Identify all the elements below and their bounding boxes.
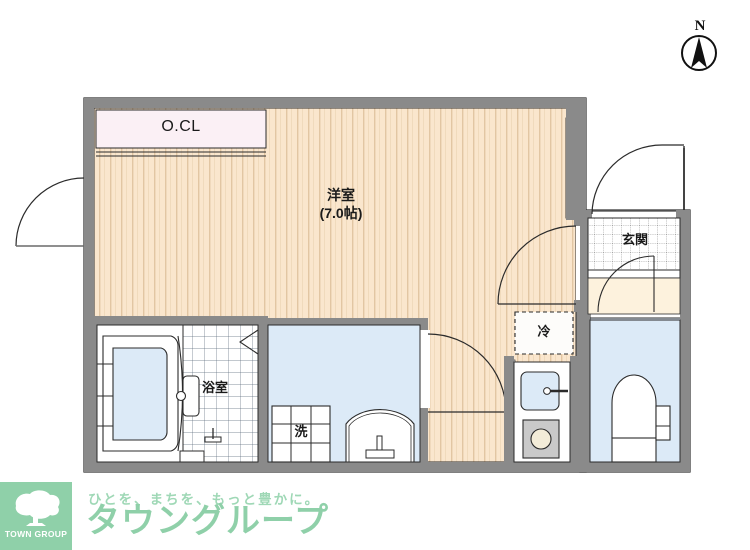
town-group-logo: TOWN GROUP (0, 482, 72, 550)
tree-icon (15, 490, 60, 526)
footer-branding: TOWN GROUP ひとを、まちを、もっと豊かに。 タウングループ (0, 482, 750, 550)
compass-north-label: N (694, 18, 706, 34)
compass-rose: N (668, 18, 732, 84)
brand-tagline: ひとを、まちを、もっと豊かに。 (88, 492, 321, 507)
closet-ocl (95, 109, 267, 157)
town-group-badge-text: TOWN GROUP (4, 529, 68, 539)
north-arrow-icon (681, 35, 717, 71)
brand-name: タウングループ (86, 502, 329, 540)
interior-partitions (84, 98, 690, 472)
interior-refill (96, 217, 681, 463)
balcony-door-left (15, 168, 94, 280)
